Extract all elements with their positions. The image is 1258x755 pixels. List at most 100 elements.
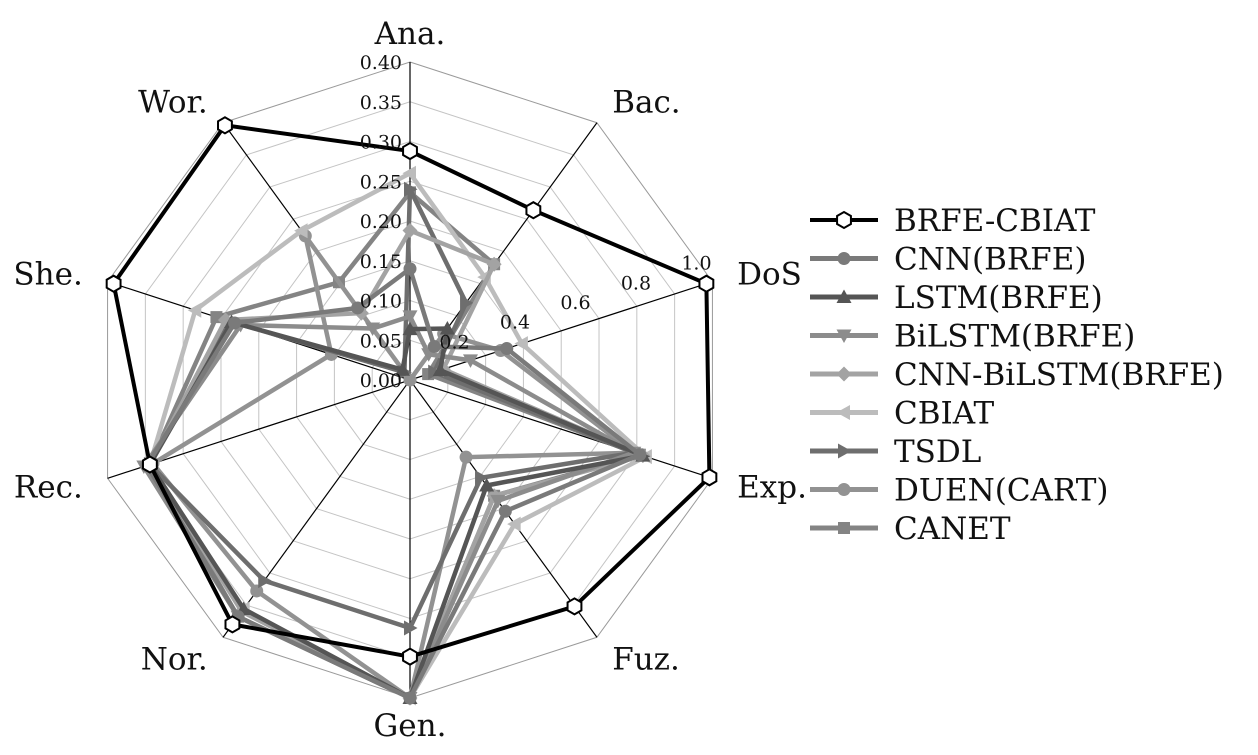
data-point [403, 373, 417, 387]
tick-label: 0.8 [621, 272, 651, 294]
tick-label: 0.2 [439, 331, 469, 353]
legend-label: DUEN(CART) [894, 473, 1109, 509]
axis-spoke-exp [409, 379, 713, 479]
axis-label-exp: Exp. [737, 469, 807, 505]
tick-label: 0.15 [360, 251, 402, 273]
axis-label-rec: Rec. [14, 469, 83, 505]
data-point [428, 364, 442, 380]
axis-label-fuz: Fuz. [612, 641, 680, 677]
legend-item-cnn-bilstm-brfe: CNN-BiLSTM(BRFE) [810, 357, 1224, 393]
data-point [351, 301, 365, 315]
data-point [439, 321, 455, 335]
legend-item-bilstm-brfe: BiLSTM(BRFE) [810, 319, 1135, 355]
data-point [514, 336, 528, 352]
legend-item-lstm-brfe: LSTM(BRFE) [810, 280, 1103, 316]
data-point [404, 181, 418, 197]
legend-label: CANET [894, 511, 1011, 547]
axis-label-she: She. [13, 257, 82, 293]
axis-spoke-dos [409, 281, 713, 381]
radar-series-group [105, 116, 718, 706]
data-point [402, 647, 418, 666]
data-point [525, 201, 542, 220]
data-point [460, 295, 474, 311]
data-point [402, 165, 416, 181]
tick-label: 0.10 [360, 291, 402, 313]
legend-item-brfe-cbiat: BRFE-CBIAT [810, 203, 1096, 239]
data-point [217, 116, 233, 135]
data-point [402, 141, 418, 161]
tick-label: 1.0 [681, 253, 711, 275]
legend-label: CBIAT [894, 396, 994, 432]
axis-labels: Ana. Bac. DoS Exp. Fuz. Gen. Nor. Rec. She. Wor. [13, 16, 807, 744]
data-point [432, 362, 448, 377]
data-point [475, 470, 489, 486]
legend-label: TSDL [894, 434, 981, 470]
legend-marker [837, 252, 851, 265]
data-point [250, 584, 264, 598]
data-point [500, 342, 514, 356]
legend-label: BRFE-CBIAT [894, 203, 1096, 239]
tick-label: 0.35 [360, 92, 402, 114]
radial-tick-labels: 0.000.050.100.150.200.250.300.350.400.20… [360, 52, 712, 392]
data-point [228, 316, 242, 330]
data-point [404, 620, 418, 636]
axis-label-nor: Nor. [141, 641, 208, 677]
series-cnn-brfe [140, 262, 647, 705]
data-point [459, 450, 473, 464]
data-point [402, 223, 418, 239]
data-point [402, 321, 418, 336]
legend-marker [838, 522, 850, 534]
data-point [395, 362, 411, 376]
legend-marker [836, 329, 852, 343]
data-point [498, 504, 512, 518]
legend-marker [836, 405, 850, 420]
data-point [698, 274, 715, 293]
legend-item-tsdl: TSDL [810, 434, 981, 470]
legend-marker [836, 366, 852, 382]
legend: BRFE-CBIATCNN(BRFE)LSTM(BRFE)BiLSTM(BRFE… [810, 203, 1224, 547]
data-point [187, 302, 202, 318]
axis-label-dos: DoS [737, 257, 802, 293]
legend-item-canet: CANET [810, 511, 1011, 547]
legend-item-cbiat: CBIAT [810, 396, 994, 432]
tick-label: 0.4 [500, 312, 530, 334]
series-brfe-cbiat [105, 116, 718, 666]
tick-label: 0.25 [360, 171, 402, 193]
legend-label: CNN(BRFE) [894, 242, 1086, 278]
legend-label: CNN-BiLSTM(BRFE) [894, 357, 1224, 393]
legend-marker [836, 210, 852, 230]
data-point [490, 494, 506, 509]
legend-marker [837, 483, 851, 496]
data-point [566, 597, 583, 616]
data-point [633, 448, 647, 462]
data-point [403, 691, 417, 705]
data-point [105, 274, 122, 293]
data-point [365, 322, 381, 337]
legend-label: BiLSTM(BRFE) [894, 319, 1135, 355]
axis-label-ana: Ana. [374, 16, 446, 52]
data-point [402, 310, 418, 324]
data-point [462, 354, 478, 368]
data-point [701, 468, 718, 487]
axis-label-bac: Bac. [612, 85, 680, 121]
tick-label: 0.05 [360, 330, 402, 352]
tick-label: 0.00 [360, 370, 402, 392]
legend-label: LSTM(BRFE) [894, 280, 1103, 316]
data-point [403, 262, 417, 276]
data-point [224, 615, 241, 634]
legend-marker [838, 443, 852, 459]
data-point [427, 340, 441, 354]
data-point [479, 477, 495, 492]
data-point [258, 573, 272, 589]
legend-item-duen-cart: DUEN(CART) [810, 473, 1109, 509]
data-point [141, 455, 158, 474]
tick-label: 0.30 [360, 132, 402, 154]
tick-label: 0.6 [560, 292, 590, 314]
axis-label-wor: Wor. [138, 85, 208, 121]
data-point [507, 516, 521, 532]
data-point [294, 223, 308, 239]
tick-label: 0.40 [360, 52, 402, 74]
legend-item-cnn-brfe: CNN(BRFE) [810, 242, 1086, 278]
axis-label-gen: Gen. [374, 708, 447, 744]
